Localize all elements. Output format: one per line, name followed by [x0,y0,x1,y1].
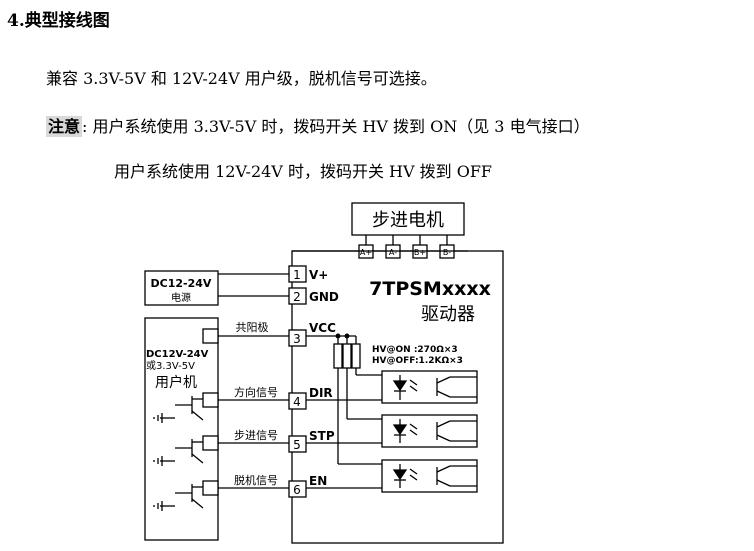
direction-signal-label: 方向信号 [234,385,278,399]
pin-3-name: VCC [309,321,336,335]
enable-signal-label: 脱机信号 [234,473,278,487]
pin-5-number: 5 [293,438,301,452]
common-anode-terminal [202,328,219,344]
power-voltage: DC12-24V [151,277,212,290]
user-machine-title: 用户机 [155,374,197,391]
pin-2-number: 2 [293,290,301,304]
intro-text: 兼容 3.3V-5V 和 12V-24V 用户级，脱机信号可选接。 [46,69,437,88]
optocoupler-2 [381,414,478,448]
transistor-2 [153,439,204,466]
transistor-3 [153,484,204,511]
pin-6-name: EN [309,474,327,488]
driver-name: 驱动器 [421,304,475,325]
svg-text:A-: A- [389,248,397,257]
motor-box [351,202,465,236]
user-voltage-alt: 或3.3V-5V [146,360,195,372]
svg-text:A+: A+ [360,248,372,257]
user-voltage: DC12V-24V [146,349,209,360]
hv-off-label: HV@OFF:1.2KΩ×3 [372,356,463,366]
resistor-2 [342,343,352,369]
user-machine-box [144,317,219,541]
common-anode-label: 共阳极 [236,320,269,334]
pin-3-number: 3 [293,332,301,346]
section-heading: 4.典型接线图 [7,11,110,31]
hv-on-label: HV@ON :270Ω×3 [372,345,458,355]
note-line-2: 用户系统使用 12V-24V 时，拨码开关 HV 拨到 OFF [114,162,493,181]
pin-1-name: V+ [309,268,328,282]
power-supply-box [144,270,219,306]
motor-title: 步进电机 [372,210,444,231]
svg-text:B+: B+ [414,248,426,257]
power-label: 电源 [171,291,191,304]
optocoupler-1 [381,370,478,404]
step-signal-label: 步进信号 [234,429,278,442]
note-label: 注意 [46,116,83,137]
svg-text:B-: B- [443,248,451,257]
pin-2-name: GND [309,290,339,304]
note-text-1: : 用户系统使用 3.3V-5V 时，拨码开关 HV 拨到 ON（见 3 电气接… [82,117,590,136]
pin-5-name: STP [309,429,335,443]
resistor-1 [333,343,343,369]
pin-6-number: 6 [293,483,301,497]
transistor-1 [153,396,204,423]
pin-4-name: DIR [309,386,333,400]
resistor-3 [351,343,361,369]
note-line-1: 注意: 用户系统使用 3.3V-5V 时，拨码开关 HV 拨到 ON（见 3 电… [46,113,590,137]
optocoupler-3 [381,459,478,493]
pin-4-number: 4 [293,395,301,409]
driver-model: 7TPSMxxxx [369,278,491,300]
pin-1-number: 1 [293,268,301,282]
